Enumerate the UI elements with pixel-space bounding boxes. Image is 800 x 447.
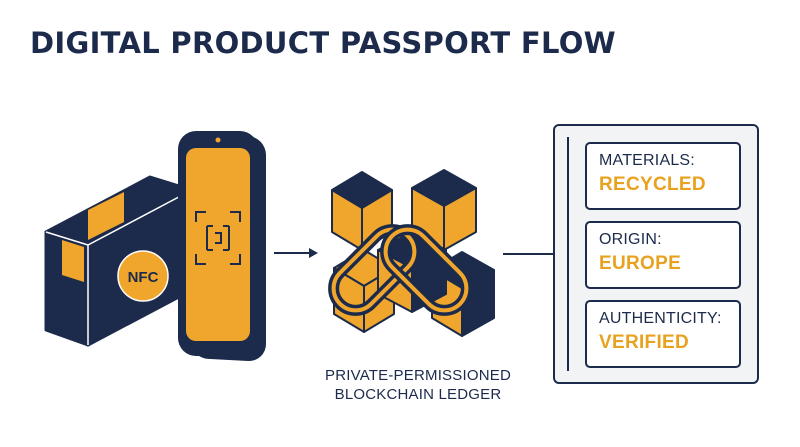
- package-box-icon: [44, 175, 194, 347]
- passport-card-materials: MATERIALS: RECYCLED: [585, 142, 741, 210]
- origin-label: ORIGIN:: [599, 231, 662, 248]
- ledger-caption-line2: BLOCKCHAIN LEDGER: [334, 386, 502, 403]
- materials-label: MATERIALS:: [599, 152, 695, 169]
- page-title: DIGITAL PRODUCT PASSPORT FLOW: [30, 26, 616, 60]
- passport-card-authenticity: AUTHENTICITY: VERIFIED: [585, 300, 741, 368]
- smartphone-icon: [178, 131, 266, 362]
- passport-panel-rail: [567, 137, 569, 371]
- nfc-tag-label: NFC: [128, 269, 159, 286]
- origin-value: EUROPE: [599, 253, 682, 274]
- ledger-caption: PRIVATE-PERMISSIONED BLOCKCHAIN LEDGER: [318, 366, 518, 404]
- authenticity-label: AUTHENTICITY:: [599, 310, 722, 327]
- chain-links-icon: [328, 224, 472, 316]
- materials-value: RECYCLED: [599, 174, 706, 195]
- scan-frame-icon: [195, 211, 241, 265]
- flow-arrow: [274, 248, 318, 258]
- passport-card-origin: ORIGIN: EUROPE: [585, 221, 741, 289]
- ledger-caption-line1: PRIVATE-PERMISSIONED: [325, 367, 511, 384]
- authenticity-value: VERIFIED: [599, 332, 690, 353]
